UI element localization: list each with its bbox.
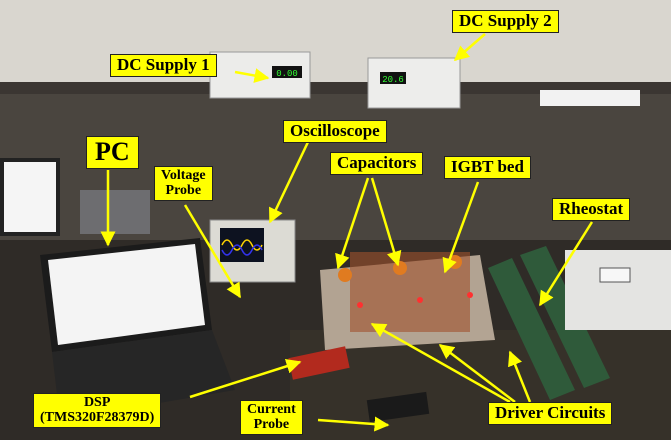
arrow-dc-supply-1: [234, 68, 270, 83]
current-probe-line1: Current: [247, 402, 296, 417]
supply2-display: 20.6: [382, 75, 404, 85]
label-capacitors: Capacitors: [330, 152, 424, 175]
arrow-capacitors-a: [335, 177, 370, 270]
label-driver-circuits: Driver Circuits: [488, 402, 613, 425]
label-voltage-probe: Voltage Probe: [154, 166, 213, 201]
arrow-current-probe: [317, 416, 390, 432]
dc-supply-1-device: 0.00: [209, 51, 311, 99]
arrow-driver-circuits-c: [508, 350, 532, 403]
arrow-igbt-bed: [442, 181, 480, 274]
arrow-capacitors-b: [370, 177, 402, 267]
label-current-probe: Current Probe: [240, 400, 303, 435]
supply1-display: 0.00: [276, 69, 298, 79]
laptop-device: [40, 238, 235, 420]
label-pc: PC: [86, 136, 139, 169]
voltage-probe-line1: Voltage: [161, 168, 206, 183]
arrow-dc-supply-2: [453, 33, 486, 61]
label-dc-supply-2: DC Supply 2: [452, 10, 559, 33]
arrow-voltage-probe: [183, 204, 242, 299]
arrow-driver-circuits-b: [438, 344, 516, 403]
inverter-board: [320, 252, 495, 350]
dsp-line2: (TMS320F28379D): [40, 410, 155, 426]
label-igbt-bed: IGBT bed: [444, 156, 531, 179]
label-oscilloscope: Oscilloscope: [283, 120, 387, 143]
arrow-driver-circuits-a: [370, 322, 511, 404]
dsp-line1: DSP: [83, 395, 111, 410]
label-dsp: DSP (TMS320F28379D): [33, 393, 162, 428]
voltage-probe-line2: Probe: [165, 183, 202, 199]
label-rheostat: Rheostat: [552, 198, 631, 221]
arrow-rheostat: [538, 221, 594, 307]
arrow-dsp: [189, 358, 302, 399]
arrow-oscilloscope: [268, 141, 310, 224]
current-probe-line2: Probe: [253, 417, 290, 433]
dc-supply-2-device: 20.6: [367, 57, 461, 109]
label-dc-supply-1: DC Supply 1: [110, 54, 217, 77]
